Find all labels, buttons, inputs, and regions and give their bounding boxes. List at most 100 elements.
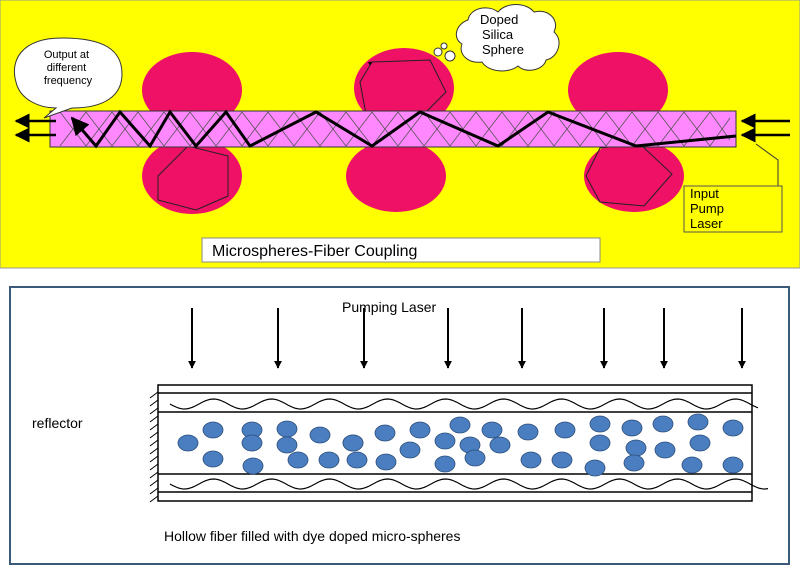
micro-sphere bbox=[520, 451, 542, 469]
hollow-fiber bbox=[157, 384, 753, 502]
top-title: Microspheres-Fiber Coupling bbox=[212, 243, 417, 260]
microsphere-top-3 bbox=[568, 52, 668, 128]
reflector-hatch-line bbox=[149, 487, 159, 495]
micro-sphere bbox=[722, 456, 744, 474]
reflector-hatch-line bbox=[149, 431, 159, 439]
reflector-hatch-line bbox=[149, 407, 159, 415]
input-label-line-3: Laser bbox=[690, 216, 723, 231]
sphere-callout-text: Doped Silica Sphere bbox=[480, 12, 524, 57]
input-label-line-1: Input bbox=[690, 186, 719, 201]
top-title-frame bbox=[201, 237, 601, 263]
micro-sphere bbox=[489, 436, 511, 454]
reflector-hatch bbox=[149, 391, 159, 503]
reflector-hatch-line bbox=[149, 399, 159, 407]
micro-sphere bbox=[449, 416, 471, 434]
fiber-guided-rays-2 bbox=[59, 111, 731, 147]
microspheres bbox=[142, 48, 684, 214]
micro-sphere bbox=[318, 451, 340, 469]
bottom-caption: Hollow fiber filled with dye doped micro… bbox=[164, 528, 460, 544]
micro-sphere bbox=[276, 436, 298, 454]
sphere-callout-line-1: Doped bbox=[480, 12, 518, 27]
reflector-hatch-line bbox=[149, 463, 159, 471]
micro-sphere bbox=[241, 434, 263, 452]
pumping-laser-label: Pumping Laser bbox=[342, 299, 437, 315]
micro-sphere bbox=[309, 426, 331, 444]
micro-sphere bbox=[554, 421, 576, 439]
top-panel: Output at different frequency Doped Sili… bbox=[0, 0, 800, 269]
sphere-callout-puff-3 bbox=[440, 42, 448, 50]
input-label-frame bbox=[683, 185, 783, 233]
micro-sphere bbox=[621, 419, 643, 437]
output-callout-line-3: frequency bbox=[44, 75, 93, 87]
micro-sphere bbox=[551, 451, 573, 469]
micro-sphere bbox=[177, 434, 199, 452]
reflector-hatch-line bbox=[149, 495, 159, 503]
reflector-hatch-line bbox=[149, 423, 159, 431]
output-callout-text: Output at different frequency bbox=[44, 49, 93, 87]
output-callout-line-2: different bbox=[47, 62, 87, 74]
cladding-wave-bottom bbox=[169, 478, 769, 490]
microsphere-bottom-1 bbox=[142, 138, 242, 214]
reflector-hatch-line bbox=[149, 479, 159, 487]
bottom-panel: Pumping Laser reflector Hollow fiber fil… bbox=[9, 286, 790, 565]
output-callout-bubble bbox=[13, 37, 123, 119]
micro-sphere bbox=[342, 434, 364, 452]
micro-sphere bbox=[409, 421, 431, 439]
sphere-callout-line-3: Sphere bbox=[482, 42, 524, 57]
output-callout: Output at different frequency bbox=[13, 37, 123, 119]
micro-sphere bbox=[242, 457, 264, 475]
micro-sphere bbox=[202, 421, 224, 439]
input-label-leader bbox=[755, 143, 779, 186]
cladding-wave-top bbox=[169, 398, 759, 410]
micro-sphere bbox=[689, 434, 711, 452]
micro-sphere bbox=[374, 424, 396, 442]
output-callout-line-1: Output at bbox=[44, 49, 89, 61]
output-arrows bbox=[14, 113, 56, 143]
sphere-callout-cloud bbox=[455, 4, 560, 72]
micro-sphere bbox=[434, 432, 456, 450]
micro-sphere bbox=[202, 450, 224, 468]
micro-sphere bbox=[623, 454, 645, 472]
micro-sphere bbox=[589, 415, 611, 433]
micro-sphere bbox=[399, 441, 421, 459]
micro-sphere bbox=[584, 459, 606, 477]
input-label-text: Input Pump Laser bbox=[690, 186, 728, 231]
microsphere-bottom-2 bbox=[346, 140, 446, 212]
input-arrows bbox=[740, 113, 790, 143]
reflector-hatch-line bbox=[149, 415, 159, 423]
reflector-hatch-line bbox=[149, 447, 159, 455]
sphere-callout: Doped Silica Sphere bbox=[433, 4, 560, 72]
micro-sphere bbox=[346, 451, 368, 469]
microsphere-top-1 bbox=[142, 52, 242, 128]
micro-sphere bbox=[375, 453, 397, 471]
sphere-callout-puff-1 bbox=[444, 50, 456, 62]
micro-sphere bbox=[687, 413, 709, 431]
input-label-box: Input Pump Laser bbox=[683, 143, 783, 233]
reflector-hatch-line bbox=[149, 471, 159, 479]
microsphere-bottom-3 bbox=[584, 140, 684, 212]
micro-sphere bbox=[517, 423, 539, 441]
hollow-fiber-outer bbox=[157, 384, 753, 502]
micro-sphere bbox=[589, 434, 611, 452]
reflector-hatch-line bbox=[149, 439, 159, 447]
micro-sphere bbox=[722, 419, 744, 437]
dye-doped-micro-spheres bbox=[177, 413, 744, 477]
micro-sphere bbox=[481, 421, 503, 439]
micro-sphere bbox=[652, 415, 674, 433]
pump-light-path bbox=[70, 109, 737, 149]
sphere-callout-puff-2 bbox=[433, 47, 443, 57]
pump-arrows bbox=[188, 308, 746, 369]
micro-sphere bbox=[625, 439, 647, 457]
reflector-hatch-line bbox=[149, 455, 159, 463]
micro-sphere bbox=[464, 449, 486, 467]
microsphere-top-2 bbox=[354, 48, 454, 128]
reflector-hatch-line bbox=[149, 391, 159, 399]
reflector-label: reflector bbox=[32, 415, 83, 431]
micro-sphere bbox=[681, 456, 703, 474]
micro-sphere bbox=[434, 455, 456, 473]
micro-sphere bbox=[276, 420, 298, 438]
input-label-line-2: Pump bbox=[690, 201, 724, 216]
micro-sphere bbox=[287, 451, 309, 469]
